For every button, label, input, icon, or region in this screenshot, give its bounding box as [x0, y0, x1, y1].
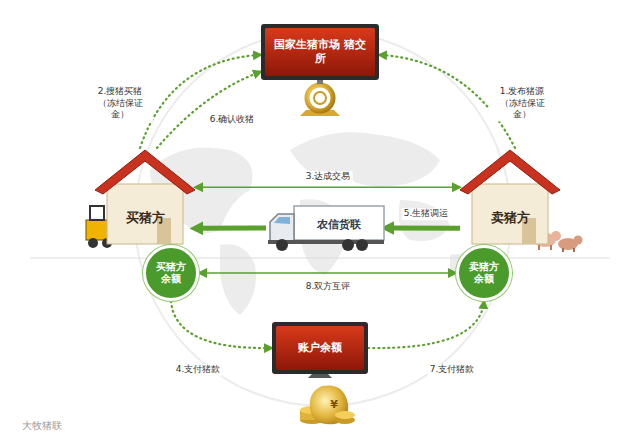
world-map	[150, 132, 480, 315]
house-shape	[95, 148, 195, 246]
node-text: 账户余额	[294, 341, 346, 355]
flow-arrow	[195, 226, 266, 231]
truck-wheel	[342, 239, 354, 251]
account-monitor: 账户余额	[272, 322, 368, 374]
buyer-house: 买猪方	[95, 148, 195, 246]
node-text: 买猪方 余额	[150, 261, 192, 286]
truck-cab	[270, 214, 294, 242]
coins	[300, 374, 355, 424]
node-text: 买猪方	[126, 210, 165, 226]
dotted-arrow	[368, 301, 484, 348]
edge-label: 2.搜猪买猪 （冻结保证金）	[87, 86, 153, 121]
orbit-circle	[135, 30, 511, 406]
edge-label: 6.确认收猪	[208, 114, 257, 126]
truck-wheel	[356, 239, 368, 251]
edge-label: 8.双方互评	[304, 281, 353, 293]
flow-arrow	[386, 226, 460, 231]
truck-window	[274, 217, 290, 224]
watermark: 大牧猪联	[22, 421, 62, 431]
truck-wheel	[276, 239, 288, 251]
exchange-monitor: 国家生猪市场 猪交所	[261, 24, 379, 80]
house-wall	[472, 184, 548, 244]
node-text: 农信货联	[317, 218, 361, 232]
dotted-arrow	[171, 301, 272, 348]
dotted-arrow	[157, 72, 261, 148]
node-text: 卖猪方	[491, 210, 530, 226]
flow-arrow	[195, 186, 460, 188]
monitor-screen: 账户余额	[276, 326, 364, 370]
house-shape	[460, 148, 560, 246]
node-text: 卖猪方 余额	[463, 261, 505, 286]
exchange-logo	[300, 80, 340, 116]
currency-symbol: ¥	[330, 399, 338, 410]
flow-arrow	[199, 272, 456, 274]
edge-label: 3.达成交易	[304, 171, 353, 183]
seller-house: 卖猪方	[460, 148, 560, 246]
edge-label: 1.发布猪源 （冻结保证金）	[489, 86, 555, 121]
house-wall	[107, 184, 183, 244]
buyer-balance-circle: 买猪方 余额	[143, 245, 199, 301]
logistics-truck: 农信货联	[266, 204, 386, 252]
dotted-arrow	[140, 55, 261, 148]
edge-label: 4.支付猪款	[174, 364, 223, 376]
ground-line	[30, 258, 610, 259]
house-roof	[460, 150, 560, 194]
edge-label: 5.生猪调运	[402, 208, 451, 220]
house-roof	[95, 150, 195, 194]
cargo-box	[294, 206, 384, 240]
seller-balance-circle: 卖猪方 余额	[456, 245, 512, 301]
node-text: 国家生猪市场 猪交所	[265, 38, 375, 66]
monitor-screen: 国家生猪市场 猪交所	[265, 28, 375, 76]
edge-label: 7.支付猪款	[428, 364, 477, 376]
